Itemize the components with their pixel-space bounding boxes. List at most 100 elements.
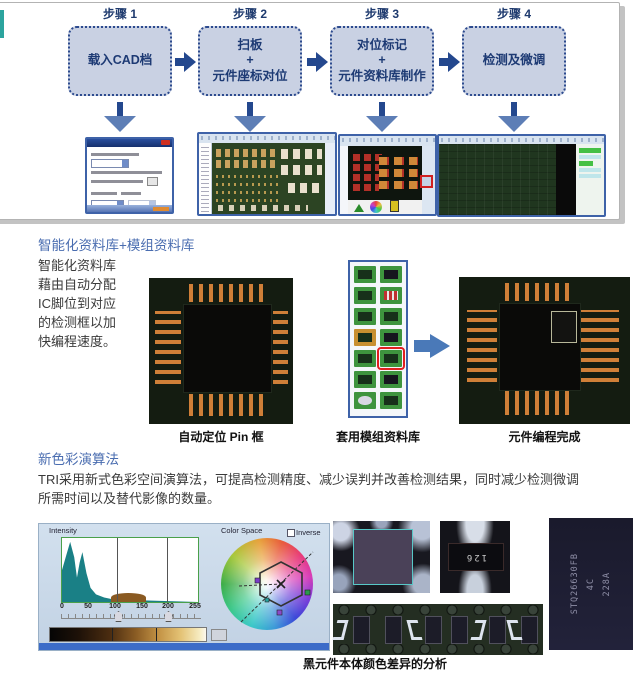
inspection-box xyxy=(551,311,577,343)
component-row xyxy=(216,160,275,168)
component-row xyxy=(216,149,275,157)
module-library-image xyxy=(348,260,408,418)
arrow-down-icon xyxy=(511,102,517,116)
component-cluster xyxy=(379,155,418,193)
bottom-toolbar xyxy=(348,200,422,214)
side-panel xyxy=(325,143,335,214)
module-tile xyxy=(354,329,376,346)
dialog-row xyxy=(91,177,168,186)
step-box-text: 元件座标对位 xyxy=(212,68,288,83)
ic-body xyxy=(499,303,581,391)
pad-row xyxy=(216,175,279,178)
body-line: 藉由自动分配 xyxy=(38,277,117,292)
module-tile xyxy=(354,392,376,409)
pad-row xyxy=(333,605,543,615)
module-tile xyxy=(354,350,376,367)
step-label-3: 步骤 3 xyxy=(364,7,399,21)
module-tile xyxy=(354,287,376,304)
chip-image: STQ26630FB 4C 228A xyxy=(549,518,633,650)
window-bottom-bar xyxy=(39,643,329,650)
toolbar xyxy=(340,136,435,146)
chip-marking-line: 228A xyxy=(602,571,612,597)
arrow-right-icon xyxy=(414,340,430,352)
module-tile-selected xyxy=(377,347,405,370)
step-box-load-cad: 载入CAD档 xyxy=(68,26,172,96)
component-image-purple xyxy=(333,521,430,593)
pad-row xyxy=(333,644,543,654)
color-wheel xyxy=(221,538,313,630)
inverse-label: Inverse xyxy=(296,528,321,537)
chip xyxy=(425,616,442,644)
dialog-footer xyxy=(87,205,172,212)
step-box-inspect: 检测及微调 xyxy=(462,26,566,96)
component-row xyxy=(281,165,322,175)
chip xyxy=(521,616,538,644)
dialog-text-line xyxy=(91,192,118,195)
pcb-photo xyxy=(439,144,576,215)
color-space-overlay xyxy=(238,551,314,623)
chip xyxy=(353,616,370,644)
screenshot-fiducial xyxy=(338,134,437,216)
screenshot-inspection xyxy=(437,134,606,217)
chip xyxy=(451,616,468,644)
analysis-caption: 黑元件本体颜色差异的分析 xyxy=(302,657,447,671)
board-edge xyxy=(556,144,576,215)
chip-marking-line: STQ26630FB xyxy=(570,553,580,615)
step-box-text: + xyxy=(246,53,254,68)
step-label-2: 步骤 2 xyxy=(232,7,267,21)
module-tile xyxy=(380,266,402,283)
axis-tick: 255 xyxy=(189,603,201,610)
body-line: 所需时间以及替代影像的数量。 xyxy=(38,491,221,506)
step-box-scan: 扫板 + 元件座标对位 xyxy=(198,26,302,96)
step-label-1: 步骤 1 xyxy=(102,7,137,21)
component-row xyxy=(281,149,322,159)
arrow-down-icon xyxy=(366,116,398,132)
ic-pins-bottom xyxy=(189,394,265,416)
axis-tick: 150 xyxy=(136,603,148,610)
axis-tick: 50 xyxy=(84,603,92,610)
ic-pins-top xyxy=(189,284,265,302)
arrow-right-icon xyxy=(307,52,328,72)
step-box-text: 载入CAD档 xyxy=(87,53,153,68)
chip xyxy=(385,616,402,644)
status-panel xyxy=(576,144,604,215)
screenshot-cad-dialog xyxy=(85,137,174,214)
silkscreen-mark xyxy=(332,620,349,640)
color-space-label: Color Space xyxy=(221,526,263,535)
ic-pins-bottom xyxy=(505,391,573,415)
component-image-126: 126 xyxy=(440,521,510,593)
progress-bar xyxy=(579,148,601,153)
step-box-text: 元件资料库制作 xyxy=(338,68,426,83)
chip-icon xyxy=(390,200,399,212)
module-tile xyxy=(354,266,376,283)
dark-pcb-view xyxy=(348,146,422,200)
image-caption-right: 元件编程完成 xyxy=(508,430,581,444)
silkscreen-mark xyxy=(470,620,487,640)
histogram-shape-secondary xyxy=(110,593,147,602)
arrow-down-icon xyxy=(379,102,385,116)
pad-row xyxy=(216,183,279,186)
body-line: TRI采用新式色彩空间演算法，可提高检测精度、减少误判并改善检测结果，同时减少检… xyxy=(38,472,579,487)
dialog-text-line xyxy=(121,192,142,195)
section-title-color-algo: 新色彩演算法 xyxy=(38,452,119,467)
dialog-text-line xyxy=(91,171,162,174)
pad-row xyxy=(218,205,309,211)
gradient-value-box xyxy=(211,629,227,641)
slider-ruler xyxy=(61,614,201,619)
list-row xyxy=(579,155,601,159)
axis-tick: 100 xyxy=(109,603,121,610)
ic-pins-right xyxy=(273,311,288,384)
module-tile xyxy=(380,371,402,388)
module-tile xyxy=(380,329,402,346)
section-title-smart-db: 智能化资料库+模组资料库 xyxy=(38,238,195,253)
step-label-4: 步骤 4 xyxy=(496,7,531,21)
close-icon xyxy=(161,140,170,145)
dialog-row xyxy=(91,189,168,198)
dialog-dropdown xyxy=(91,159,129,168)
color-algo-body: TRI采用新式色彩空间演算法，可提高检测精度、减少误判并改善检测结果，同时减少检… xyxy=(38,470,623,508)
silkscreen-mark xyxy=(406,620,423,640)
step-box-text: 扫板 xyxy=(237,37,263,52)
list-row xyxy=(579,174,601,178)
ic-image-before xyxy=(149,278,293,424)
selection-box xyxy=(420,174,433,188)
